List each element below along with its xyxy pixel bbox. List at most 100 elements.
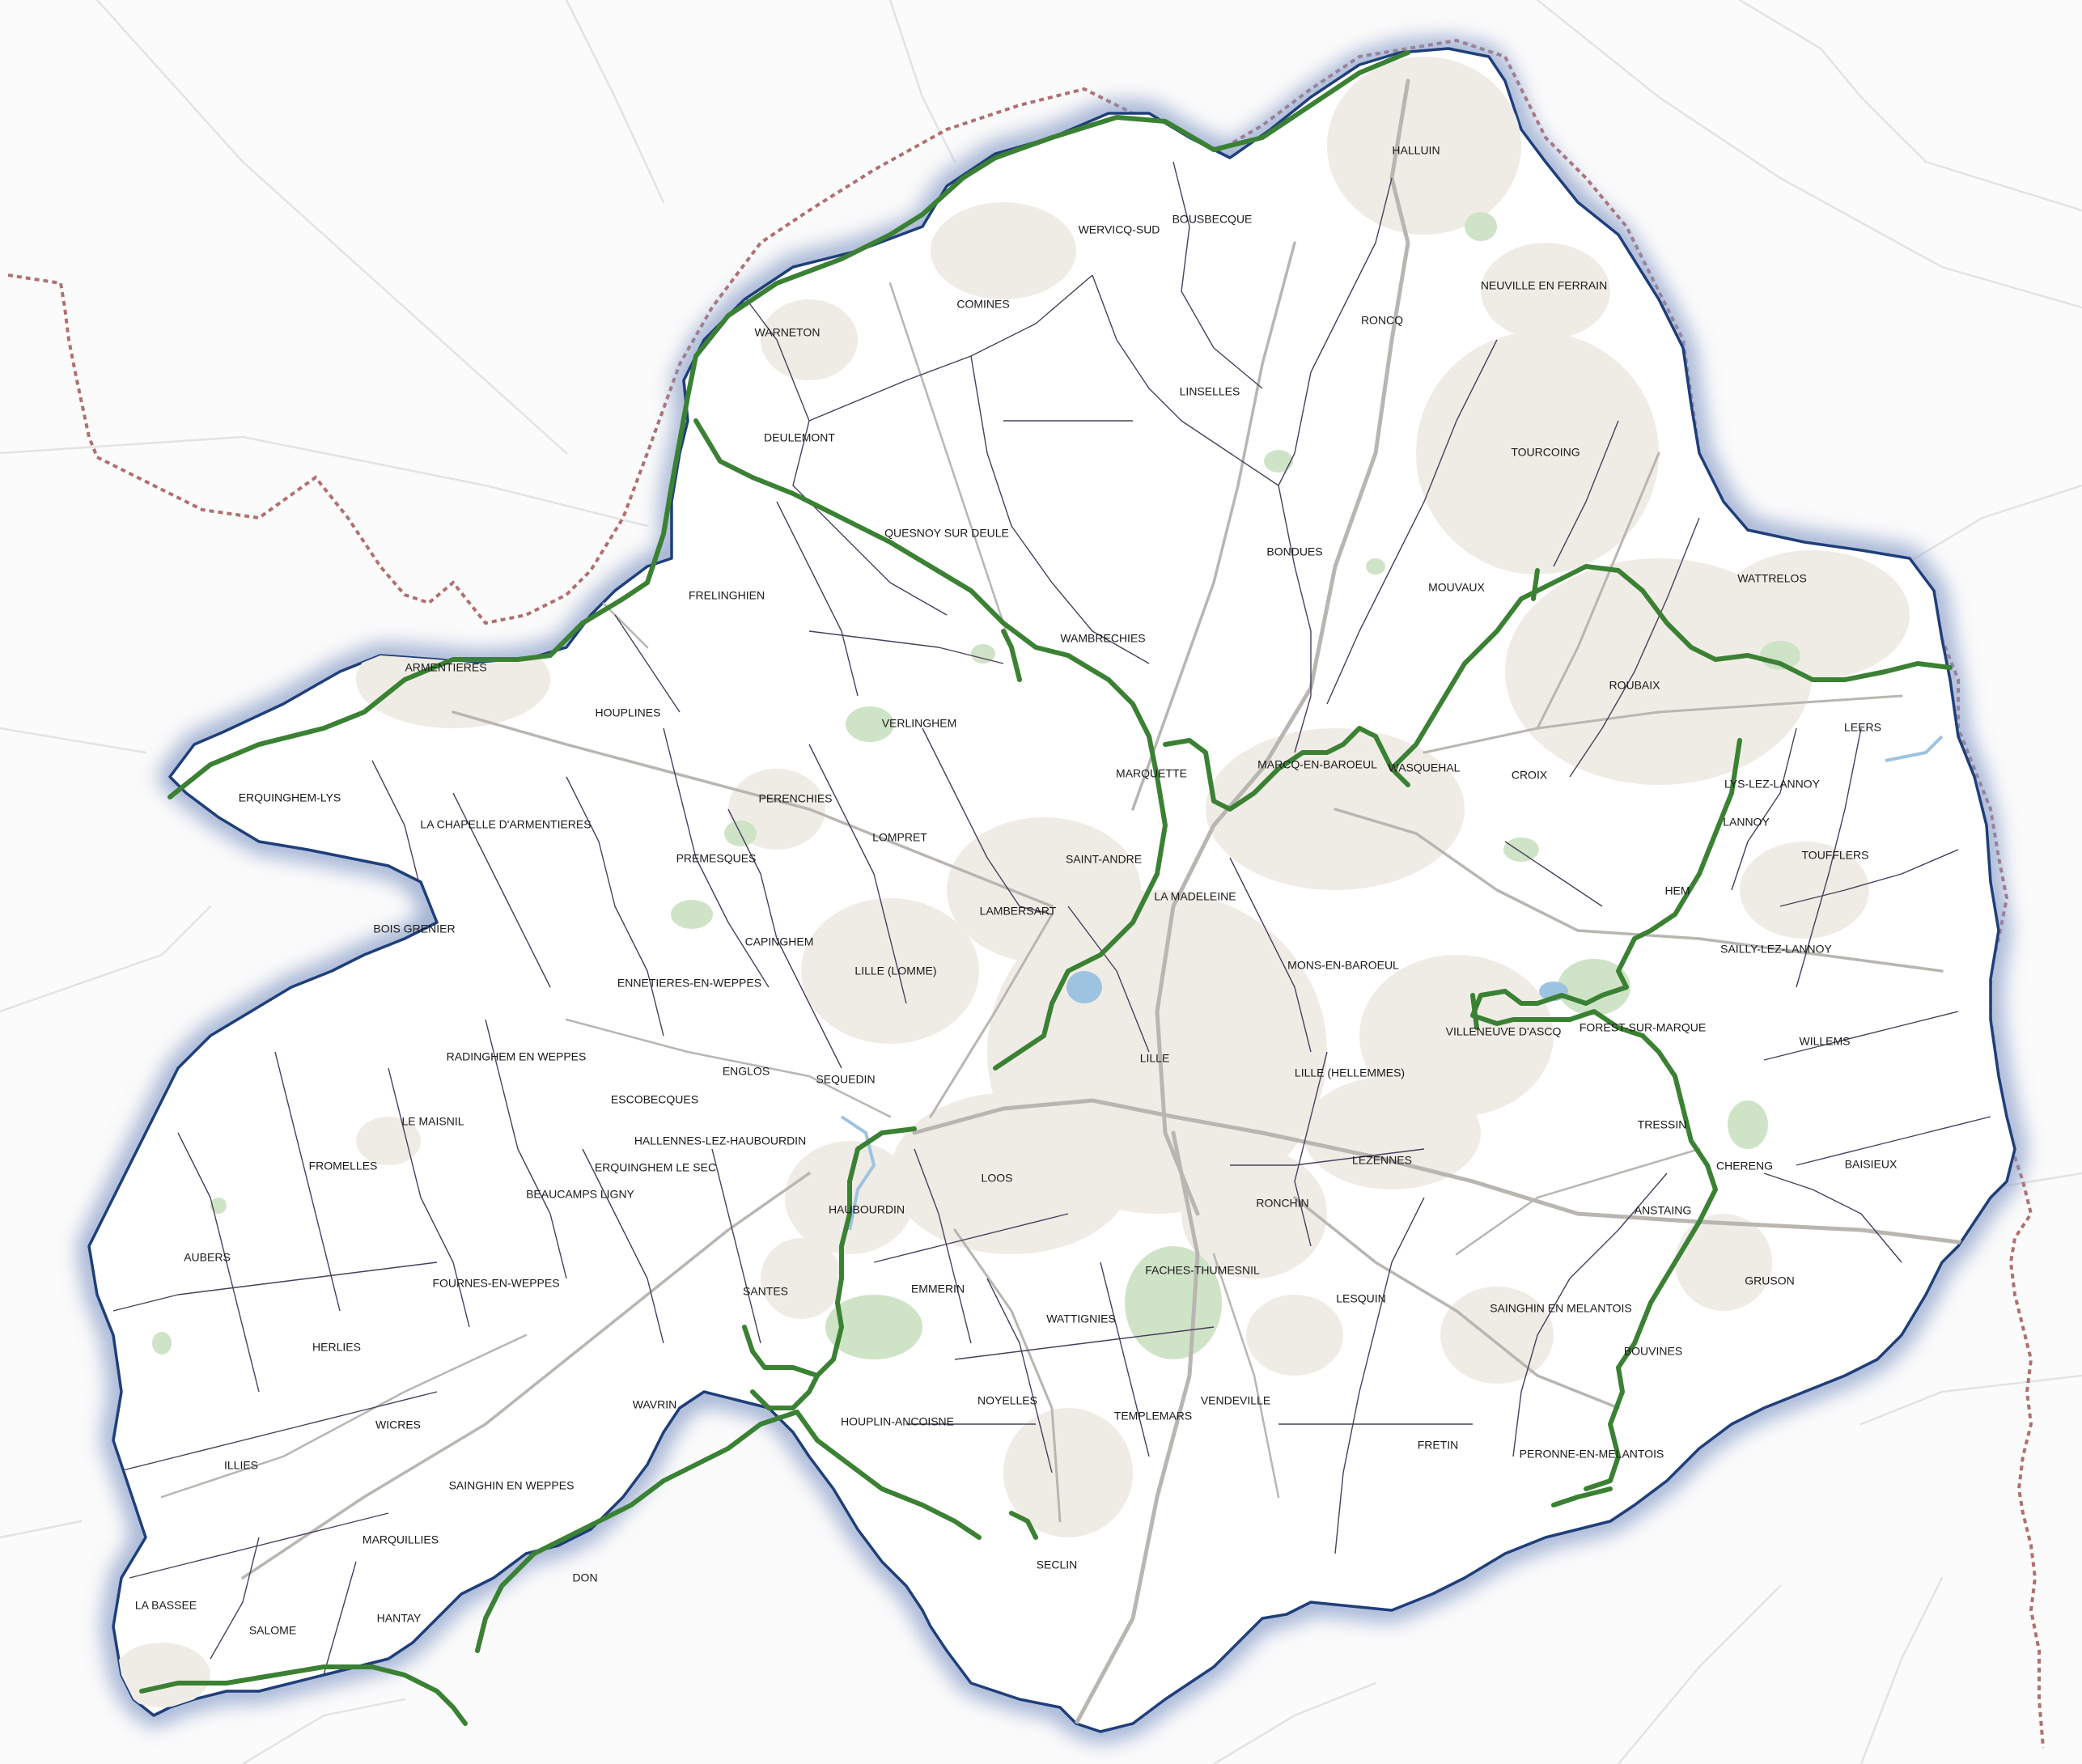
commune-label-peronne-en-melantois: PERONNE-EN-MELANTOIS [1520, 1448, 1664, 1461]
green-route-marcq [1163, 726, 1410, 812]
commune-label-englos: ENGLOS [723, 1065, 770, 1078]
commune-label-la-chapelle-d-armentieres: LA CHAPELLE D'ARMENTIERES [420, 818, 591, 831]
commune-label-illies: ILLIES [224, 1459, 258, 1472]
commune-label-herlies: HERLIES [312, 1341, 361, 1354]
commune-label-quesnoy-sur-deule: QUESNOY SUR DEULE [884, 527, 1009, 540]
green-route-wambrechies-spur [1001, 629, 1022, 682]
commune-label-sequedin: SEQUEDIN [816, 1073, 875, 1086]
commune-borders [112, 161, 1991, 1676]
commune-label-villeneuve-d-ascq: VILLENEUVE D'ASCQ [1446, 1025, 1562, 1038]
green-route-haubourdin [815, 1126, 917, 1378]
commune-label-mouvaux: MOUVAUX [1428, 581, 1485, 594]
green-network [139, 50, 1953, 1726]
commune-label-don: DON [572, 1571, 597, 1584]
commune-label-bousbecque: BOUSBECQUE [1172, 213, 1253, 226]
commune-label-fromelles: FROMELLES [309, 1160, 378, 1172]
commune-label-halluin: HALLUIN [1392, 144, 1440, 157]
commune-label-houplines: HOUPLINES [596, 706, 661, 719]
commune-label-bois-grenier: BOIS GRENIER [373, 922, 455, 935]
commune-label-sainghin-en-weppes: SAINGHIN EN WEPPES [449, 1479, 575, 1492]
commune-label-anstaing: ANSTAING [1635, 1204, 1692, 1217]
commune-label-roubaix: ROUBAIX [1609, 679, 1660, 692]
commune-label-lezennes: LEZENNES [1352, 1154, 1412, 1167]
green-route-lys [167, 155, 998, 799]
commune-label-lille: LILLE [1140, 1052, 1170, 1065]
commune-label-radinghem-en-weppes: RADINGHEM EN WEPPES [447, 1050, 587, 1063]
commune-label-erquinghem-lys: ERQUINGHEM-LYS [239, 791, 341, 804]
commune-label-wattignies: WATTIGNIES [1046, 1312, 1116, 1325]
green-route-mouvaux-spur [1531, 568, 1540, 601]
commune-label-fretin: FRETIN [1418, 1439, 1459, 1452]
commune-label-armentieres: ARMENTIERES [405, 661, 486, 674]
commune-label-chereng: CHERENG [1716, 1160, 1773, 1172]
commune-label-comines: COMINES [956, 298, 1009, 311]
commune-label-verlinghem: VERLINGHEM [882, 717, 957, 730]
commune-label-wasquehal: WASQUEHAL [1389, 761, 1461, 774]
commune-label-leers: LEERS [1844, 721, 1881, 734]
commune-label-perenchies: PERENCHIES [758, 792, 832, 805]
commune-label-saint-andre: SAINT-ANDRE [1066, 853, 1142, 866]
commune-label-beaucamps-ligny: BEAUCAMPS LIGNY [526, 1188, 634, 1201]
commune-label-la-bassee: LA BASSEE [135, 1599, 197, 1612]
commune-label-frelinghien: FRELINGHIEN [689, 589, 765, 602]
commune-label-willems: WILLEMS [1799, 1035, 1850, 1048]
commune-label-marquette: MARQUETTE [1116, 767, 1187, 780]
commune-label-lille-hellemmes: LILLE (HELLEMMES) [1295, 1066, 1405, 1079]
commune-label-hallennes-lez-haubourdin: HALLENNES-LEZ-HAUBOURDIN [634, 1134, 806, 1147]
commune-label-lys-lez-lannoy: LYS-LEZ-LANNOY [1724, 778, 1821, 791]
commune-label-le-maisnil: LE MAISNIL [401, 1115, 464, 1128]
commune-label-la-madeleine: LA MADELEINE [1154, 890, 1236, 903]
urban-areas [113, 57, 1910, 1707]
commune-label-neuville-en-ferrain: NEUVILLE EN FERRAIN [1481, 279, 1607, 292]
commune-label-toufflers: TOUFFLERS [1802, 849, 1869, 862]
green-route-seclin [1009, 1511, 1038, 1540]
commune-label-tressin: TRESSIN [1638, 1118, 1687, 1131]
commune-label-loos: LOOS [982, 1172, 1013, 1185]
green-route-deule [693, 418, 1168, 1071]
green-route-bouvines-south [1551, 1486, 1613, 1507]
commune-label-gruson: GRUSON [1745, 1274, 1794, 1287]
commune-label-erquinghem-le-sec: ERQUINGHEM LE SEC [595, 1161, 716, 1174]
commune-label-sainghin-en-melantois: SAINGHIN EN MELANTOIS [1490, 1302, 1632, 1315]
commune-label-bondues: BONDUES [1266, 545, 1322, 558]
commune-label-ronchin: RONCHIN [1256, 1197, 1308, 1210]
commune-label-santes: SANTES [743, 1285, 788, 1298]
commune-label-lompret: LOMPRET [872, 831, 927, 844]
commune-label-fournes-en-weppes: FOURNES-EN-WEPPES [432, 1277, 559, 1290]
commune-label-lannoy: LANNOY [1723, 816, 1770, 829]
green-route-santes-loop [742, 1325, 820, 1410]
commune-label-salome: SALOME [249, 1624, 296, 1637]
green-route-villeneuve-spur [1470, 993, 1479, 1030]
commune-label-forest-sur-marque: FOREST-SUR-MARQUE [1580, 1021, 1706, 1034]
commune-label-ennetieres-en-weppes: ENNETIERES-EN-WEPPES [617, 977, 761, 990]
commune-label-tourcoing: TOURCOING [1511, 446, 1580, 459]
commune-label-sailly-lez-lannoy: SAILLY-LEZ-LANNOY [1720, 943, 1832, 956]
commune-label-hem: HEM [1664, 884, 1690, 897]
commune-label-wicres: WICRES [375, 1418, 421, 1431]
commune-label-marquillies: MARQUILLIES [363, 1533, 439, 1546]
commune-label-escobecques: ESCOBECQUES [611, 1093, 698, 1106]
commune-label-noyelles: NOYELLES [977, 1394, 1037, 1407]
commune-label-lille-lomme: LILLE (LOMME) [854, 965, 936, 977]
commune-label-templemars: TEMPLEMARS [1114, 1410, 1192, 1423]
commune-label-croix: CROIX [1512, 769, 1548, 782]
commune-label-capinghem: CAPINGHEM [745, 935, 814, 948]
national-border [7, 38, 2045, 1749]
green-route-la-bassee [139, 1664, 468, 1726]
commune-label-haubourdin: HAUBOURDIN [829, 1203, 905, 1216]
commune-label-wambrechies: WAMBRECHIES [1060, 632, 1145, 645]
commune-label-bouvines: BOUVINES [1624, 1345, 1682, 1358]
commune-label-lesquin: LESQUIN [1336, 1292, 1385, 1305]
commune-label-deulemont: DEULEMONT [764, 431, 835, 444]
commune-label-warneton: WARNETON [755, 326, 821, 339]
commune-label-seclin: SECLIN [1037, 1558, 1078, 1571]
commune-label-premesques: PREMESQUES [676, 852, 757, 865]
commune-label-marcq-en-baroeul: MARCQ-EN-BAROEUL [1257, 758, 1377, 771]
commune-label-emmerin: EMMERIN [911, 1283, 965, 1295]
commune-label-hantay: HANTAY [377, 1612, 422, 1625]
commune-label-mons-en-baroeul: MONS-EN-BAROEUL [1287, 959, 1399, 972]
green-route-weppes-south [475, 1410, 799, 1653]
